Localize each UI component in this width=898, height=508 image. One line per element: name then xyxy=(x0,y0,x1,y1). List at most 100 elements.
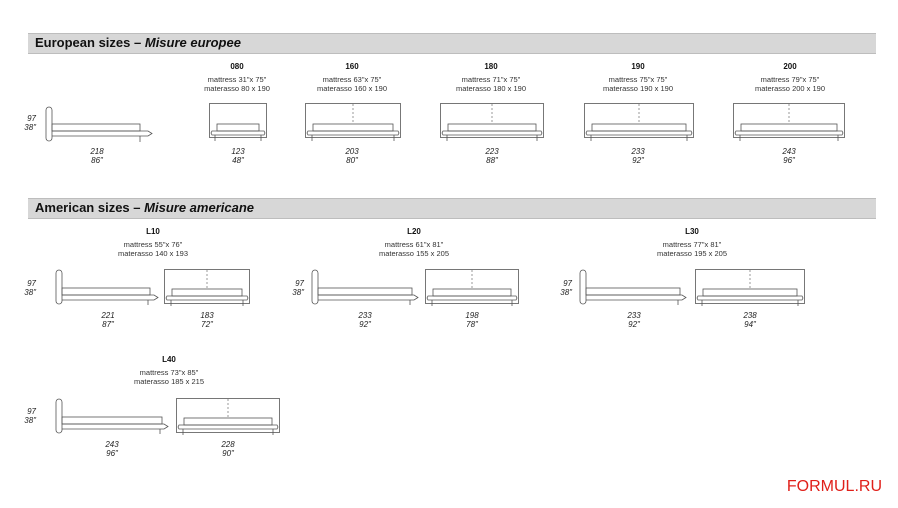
eu-model-materasso: materasso 190 x 190 xyxy=(602,84,674,93)
eu-model-width-in: 48" xyxy=(232,156,244,165)
european-section-header: European sizes – Misure europee xyxy=(28,33,876,54)
us-model-length-in: 87" xyxy=(102,320,114,329)
us-model-mattress: mattress 77"x 81" xyxy=(662,240,722,249)
eu-model-190-front-drawing xyxy=(584,103,694,141)
us-model-width-in: 72" xyxy=(201,320,213,329)
european-section-title: European sizes – Misure europee xyxy=(35,35,241,50)
us-model-length-in: 92" xyxy=(628,320,640,329)
us-model-code: L10 xyxy=(146,227,160,236)
us-model-materasso: materasso 155 x 205 xyxy=(378,249,450,258)
us-model-mattress: mattress 55"x 76" xyxy=(123,240,183,249)
us-model-L30-side-drawing xyxy=(579,269,687,305)
eu-model-size: mattress 75"x 75" materasso 190 x 190 xyxy=(578,75,698,93)
us-model-L40-front-drawing xyxy=(176,398,280,435)
us-model-height-cm: 97 xyxy=(27,407,36,416)
eu-model-width: 123 48" xyxy=(218,147,258,165)
eu-model-code: 180 xyxy=(484,62,498,71)
us-model-code: L30 xyxy=(685,227,699,236)
eu-model-materasso: materasso 80 x 190 xyxy=(204,84,270,93)
eu-model-width: 203 80" xyxy=(332,147,372,165)
eu-model-code: 160 xyxy=(345,62,359,71)
us-model-length-cm: 233 xyxy=(358,311,372,320)
us-model-length: 233 92" xyxy=(614,311,654,329)
us-model-width: 198 78" xyxy=(452,311,492,329)
us-model-height-in: 38" xyxy=(560,288,572,297)
us-model-height-cm: 97 xyxy=(295,279,304,288)
eu-model-mattress: mattress 63"x 75" xyxy=(322,75,382,84)
american-title-text: American sizes xyxy=(35,200,130,215)
eu-model-080-front-drawing xyxy=(209,103,267,141)
us-model-length: 221 87" xyxy=(88,311,128,329)
us-model-size: mattress 73"x 85" materasso 185 x 215 xyxy=(109,368,229,386)
us-model-height-in: 38" xyxy=(24,416,36,425)
eu-model-materasso: materasso 200 x 190 xyxy=(754,84,826,93)
american-section-title: American sizes – Misure americane xyxy=(35,200,254,215)
american-section-header: American sizes – Misure americane xyxy=(28,198,876,219)
eu-model-code: 200 xyxy=(783,62,797,71)
eu-model-size: mattress 79"x 75" materasso 200 x 190 xyxy=(730,75,850,93)
us-model-height-in: 38" xyxy=(24,288,36,297)
us-model-height-cm: 97 xyxy=(27,279,36,288)
us-model-L40-side-drawing xyxy=(55,398,169,434)
us-model-height: 97 38" xyxy=(282,279,304,297)
us-model-length-cm: 221 xyxy=(101,311,115,320)
us-model-width: 238 94" xyxy=(730,311,770,329)
us-model-code: L40 xyxy=(162,355,176,364)
eu-model-width-in: 96" xyxy=(783,156,795,165)
us-model-length: 243 96" xyxy=(92,440,132,458)
us-model-height: 97 38" xyxy=(550,279,572,297)
eu-model-code: 190 xyxy=(631,62,645,71)
us-model-materasso: materasso 140 x 193 xyxy=(117,249,189,258)
eu-side-length: 218 86" xyxy=(77,147,117,165)
eu-side-height: 97 38" xyxy=(14,114,36,132)
us-model-L20-front-drawing xyxy=(425,269,519,306)
us-model-width-in: 94" xyxy=(744,320,756,329)
us-model-L30-front-drawing xyxy=(695,269,805,306)
eu-model-width-cm: 243 xyxy=(782,147,796,156)
eu-model-180-front-drawing xyxy=(440,103,544,141)
us-model-length-in: 96" xyxy=(106,449,118,458)
eu-model-width-cm: 223 xyxy=(485,147,499,156)
eu-model-mattress: mattress 31"x 75" xyxy=(207,75,267,84)
european-subtitle-text: Misure europee xyxy=(144,35,241,50)
us-model-mattress: mattress 61"x 81" xyxy=(384,240,444,249)
eu-model-width-cm: 203 xyxy=(345,147,359,156)
eu-model-width-cm: 123 xyxy=(231,147,245,156)
us-model-height-cm: 97 xyxy=(563,279,572,288)
us-model-width-cm: 238 xyxy=(743,311,757,320)
us-model-width: 228 90" xyxy=(208,440,248,458)
eu-model-mattress: mattress 71"x 75" xyxy=(461,75,521,84)
us-model-width-in: 90" xyxy=(222,449,234,458)
eu-side-height-cm: 97 xyxy=(27,114,36,123)
us-model-width: 183 72" xyxy=(187,311,227,329)
european-title-sep: – xyxy=(134,35,142,50)
us-model-code: L20 xyxy=(407,227,421,236)
us-model-height: 97 38" xyxy=(14,407,36,425)
us-model-mattress: mattress 73"x 85" xyxy=(139,368,199,377)
us-model-size: mattress 77"x 81" materasso 195 x 205 xyxy=(632,240,752,258)
us-model-length-cm: 243 xyxy=(105,440,119,449)
eu-model-code: 080 xyxy=(230,62,244,71)
eu-side-view-drawing xyxy=(45,106,153,142)
us-model-width-cm: 228 xyxy=(221,440,235,449)
us-model-length-in: 92" xyxy=(359,320,371,329)
watermark-logo: FORMUL.RU xyxy=(786,478,882,495)
us-model-size: mattress 61"x 81" materasso 155 x 205 xyxy=(354,240,474,258)
eu-model-size: mattress 31"x 75" materasso 80 x 190 xyxy=(177,75,297,93)
eu-side-length-cm: 218 xyxy=(90,147,104,156)
us-model-materasso: materasso 185 x 215 xyxy=(133,377,205,386)
eu-model-width-in: 80" xyxy=(346,156,358,165)
us-model-height: 97 38" xyxy=(14,279,36,297)
us-model-L10-side-drawing xyxy=(55,269,159,305)
us-model-width-cm: 183 xyxy=(200,311,214,320)
eu-model-160-front-drawing xyxy=(305,103,401,141)
eu-model-width-cm: 233 xyxy=(631,147,645,156)
us-model-width-in: 78" xyxy=(466,320,478,329)
us-model-size: mattress 55"x 76" materasso 140 x 193 xyxy=(93,240,213,258)
eu-model-200-front-drawing xyxy=(733,103,845,141)
eu-model-materasso: materasso 180 x 190 xyxy=(455,84,527,93)
eu-side-length-in: 86" xyxy=(91,156,103,165)
eu-model-width: 243 96" xyxy=(769,147,809,165)
american-subtitle-text: Misure americane xyxy=(144,200,254,215)
us-model-materasso: materasso 195 x 205 xyxy=(656,249,728,258)
